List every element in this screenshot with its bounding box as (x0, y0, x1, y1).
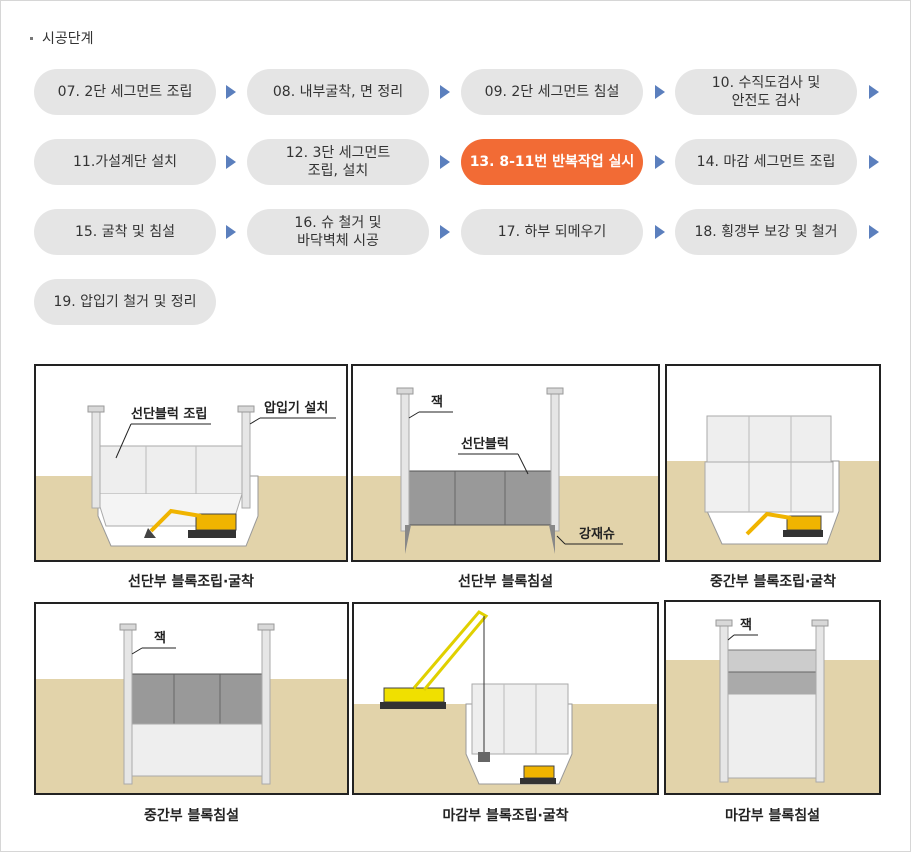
label-jack: 잭 (740, 617, 752, 633)
step-11[interactable]: 11.가설계단 설치 (34, 139, 216, 185)
label-jack: 잭 (154, 630, 166, 646)
step-09[interactable]: 09. 2단 세그먼트 침설 (461, 69, 643, 115)
arrow-right-icon (440, 155, 450, 169)
figure-1: 선단블럭 조립 압입기 설치 (34, 364, 348, 562)
arrow-right-icon (226, 225, 236, 239)
figure-5-caption: 마감부 블록조립·굴착 (442, 808, 569, 824)
figure-3-caption: 중간부 블록조립·굴착 (709, 574, 837, 590)
figure-5-drawing (354, 604, 657, 793)
arrow-right-icon (655, 225, 665, 239)
figure-2: 잭 선단블럭 강재슈 (351, 364, 660, 562)
step-13[interactable]: 13. 8-11번 반복작업 실시 (461, 139, 643, 185)
label-press-install: 압입기 설치 (264, 400, 328, 416)
figure-1-drawing: 선단블럭 조립 압입기 설치 (36, 366, 346, 560)
arrow-right-icon (869, 155, 879, 169)
figure-3 (665, 364, 881, 562)
bullet-icon (30, 36, 33, 40)
step-07[interactable]: 07. 2단 세그먼트 조립 (34, 69, 216, 115)
label-seondan-block: 선단블럭 조립 (131, 406, 207, 422)
figure-4-drawing: 잭 (36, 604, 347, 793)
section-title: 시공단계 (30, 28, 94, 48)
step-16[interactable]: 16. 슈 철거 및 바닥벽체 시공 (247, 209, 429, 255)
arrow-right-icon (655, 155, 665, 169)
step-19[interactable]: 19. 압입기 철거 및 정리 (34, 279, 216, 325)
figure-2-caption: 선단부 블록침설 (457, 574, 554, 590)
step-14[interactable]: 14. 마감 세그먼트 조립 (675, 139, 857, 185)
step-17[interactable]: 17. 하부 되메우기 (461, 209, 643, 255)
step-15[interactable]: 15. 굴착 및 침설 (34, 209, 216, 255)
arrow-right-icon (655, 85, 665, 99)
step-18[interactable]: 18. 횡갱부 보강 및 철거 (675, 209, 857, 255)
figure-5 (352, 602, 659, 795)
label-seondan-block: 선단블럭 (461, 436, 509, 452)
arrow-right-icon (226, 155, 236, 169)
arrow-right-icon (440, 85, 450, 99)
arrow-right-icon (440, 225, 450, 239)
arrow-right-icon (869, 225, 879, 239)
figure-6-drawing: 잭 (666, 602, 879, 793)
figure-6: 잭 (664, 600, 881, 795)
step-08[interactable]: 08. 내부굴착, 면 정리 (247, 69, 429, 115)
step-12[interactable]: 12. 3단 세그먼트 조립, 설치 (247, 139, 429, 185)
figure-4-caption: 중간부 블록침설 (143, 808, 240, 824)
figure-1-caption: 선단부 블록조립·굴착 (127, 574, 255, 590)
step-10[interactable]: 10. 수직도검사 및 안전도 검사 (675, 69, 857, 115)
arrow-right-icon (869, 85, 879, 99)
arrow-right-icon (226, 85, 236, 99)
figure-6-caption: 마감부 블록침설 (724, 808, 821, 824)
figure-2-drawing: 잭 선단블럭 강재슈 (353, 366, 658, 560)
figure-3-drawing (667, 366, 879, 560)
label-jack: 잭 (431, 394, 443, 410)
figure-4: 잭 (34, 602, 349, 795)
section-title-text: 시공단계 (42, 31, 94, 47)
label-steel-shoe: 강재슈 (579, 526, 615, 542)
